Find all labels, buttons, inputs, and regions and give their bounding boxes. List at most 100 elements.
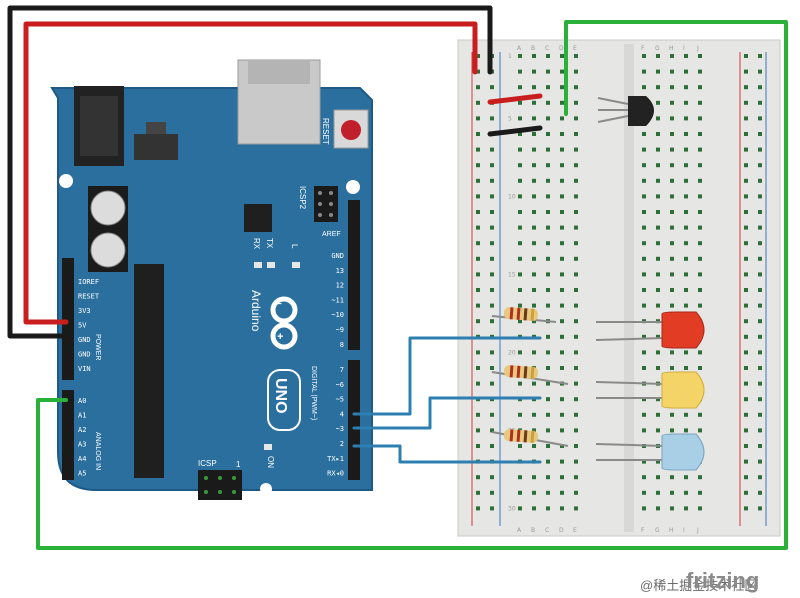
breadboard-hole	[574, 116, 578, 121]
breadboard-hole	[670, 288, 674, 292]
breadboard-hole	[560, 194, 564, 199]
breadboard-hole	[560, 256, 564, 261]
breadboard-hole	[656, 475, 660, 480]
breadboard-hole	[670, 132, 674, 136]
breadboard-hole	[684, 490, 688, 495]
capacitor	[90, 232, 126, 268]
breadboard-hole	[546, 100, 550, 105]
breadboard-hole	[642, 210, 646, 214]
breadboard-hole	[490, 288, 494, 292]
breadboard-hole	[670, 475, 674, 480]
analog-group-label: ANALOG IN	[94, 432, 101, 470]
breadboard-hole	[670, 194, 674, 199]
breadboard-hole	[656, 225, 660, 230]
breadboard-hole	[560, 412, 564, 417]
breadboard-hole	[574, 288, 578, 292]
breadboard-hole	[476, 319, 480, 324]
breadboard-hole	[642, 54, 646, 58]
breadboard-hole	[698, 69, 702, 74]
pin-label: ~11	[331, 296, 344, 304]
breadboard-hole	[642, 334, 646, 339]
breadboard-hole	[758, 319, 762, 324]
breadboard-hole	[546, 459, 550, 464]
breadboard-hole	[744, 210, 748, 214]
regulator-tab	[146, 122, 166, 136]
breadboard-hole	[642, 241, 646, 246]
breadboard-hole	[744, 397, 748, 402]
breadboard-hole	[758, 444, 762, 448]
column-letter: E	[573, 527, 577, 534]
voltage-regulator	[134, 134, 178, 160]
breadboard-hole	[642, 459, 646, 464]
breadboard-hole	[476, 428, 480, 433]
pin-label: A2	[78, 426, 86, 434]
breadboard-hole	[758, 85, 762, 90]
pin-label: IOREF	[78, 278, 99, 286]
breadboard-hole	[476, 69, 480, 74]
breadboard-hole	[532, 194, 536, 199]
breadboard-hole	[532, 490, 536, 495]
breadboard-hole	[546, 69, 550, 74]
breadboard-hole	[670, 490, 674, 495]
breadboard-hole	[698, 350, 702, 355]
arduino-logo	[270, 296, 298, 350]
breadboard-hole	[574, 428, 578, 433]
breadboard-hole	[684, 506, 688, 511]
wire-5v-red	[23, 21, 478, 325]
breadboard-hole	[476, 225, 480, 230]
breadboard-hole	[758, 210, 762, 214]
breadboard-hole	[490, 147, 494, 152]
breadboard-hole	[698, 194, 702, 199]
breadboard-hole	[532, 147, 536, 152]
breadboard-hole	[656, 490, 660, 495]
breadboard-hole	[560, 100, 564, 105]
analog-header	[62, 390, 74, 480]
breadboard-hole	[532, 303, 536, 308]
breadboard-hole	[546, 490, 550, 495]
breadboard-hole	[560, 319, 564, 324]
resistor-2	[491, 365, 569, 385]
breadboard-hole	[574, 147, 578, 152]
breadboard-hole	[744, 194, 748, 199]
pin-label: ~3	[336, 425, 344, 433]
breadboard-hole	[744, 490, 748, 495]
breadboard-hole	[546, 178, 550, 183]
breadboard-hole	[684, 100, 688, 105]
breadboard-hole	[546, 210, 550, 214]
breadboard-hole	[670, 241, 674, 246]
breadboard-hole	[546, 116, 550, 121]
breadboard-hole	[560, 334, 564, 339]
breadboard-hole	[518, 272, 522, 277]
column-letter: B	[531, 527, 535, 534]
breadboard-hole	[656, 69, 660, 74]
breadboard-hole	[560, 210, 564, 214]
breadboard-hole	[532, 475, 536, 480]
wire-rail-black	[487, 125, 543, 137]
breadboard-hole	[490, 225, 494, 230]
breadboard-hole	[642, 85, 646, 90]
breadboard-hole	[670, 210, 674, 214]
breadboard-hole	[476, 303, 480, 308]
breadboard-hole	[490, 350, 494, 355]
breadboard-hole	[698, 288, 702, 292]
pin-label: 4	[340, 410, 344, 418]
breadboard-hole	[518, 350, 522, 355]
pin-label: GND	[331, 252, 344, 260]
breadboard-hole	[698, 132, 702, 136]
breadboard-hole	[560, 459, 564, 464]
breadboard-hole	[684, 178, 688, 183]
resistor-3	[491, 429, 569, 447]
wire-signal-4	[352, 336, 542, 416]
breadboard-hole	[546, 241, 550, 246]
breadboard-hole	[518, 100, 522, 105]
breadboard-hole	[560, 272, 564, 277]
breadboard-hole	[518, 85, 522, 90]
pin-label: ~9	[336, 326, 344, 334]
breadboard-hole	[684, 475, 688, 480]
logo-minus: −	[276, 299, 282, 310]
breadboard-hole	[476, 210, 480, 214]
breadboard-hole	[698, 256, 702, 261]
